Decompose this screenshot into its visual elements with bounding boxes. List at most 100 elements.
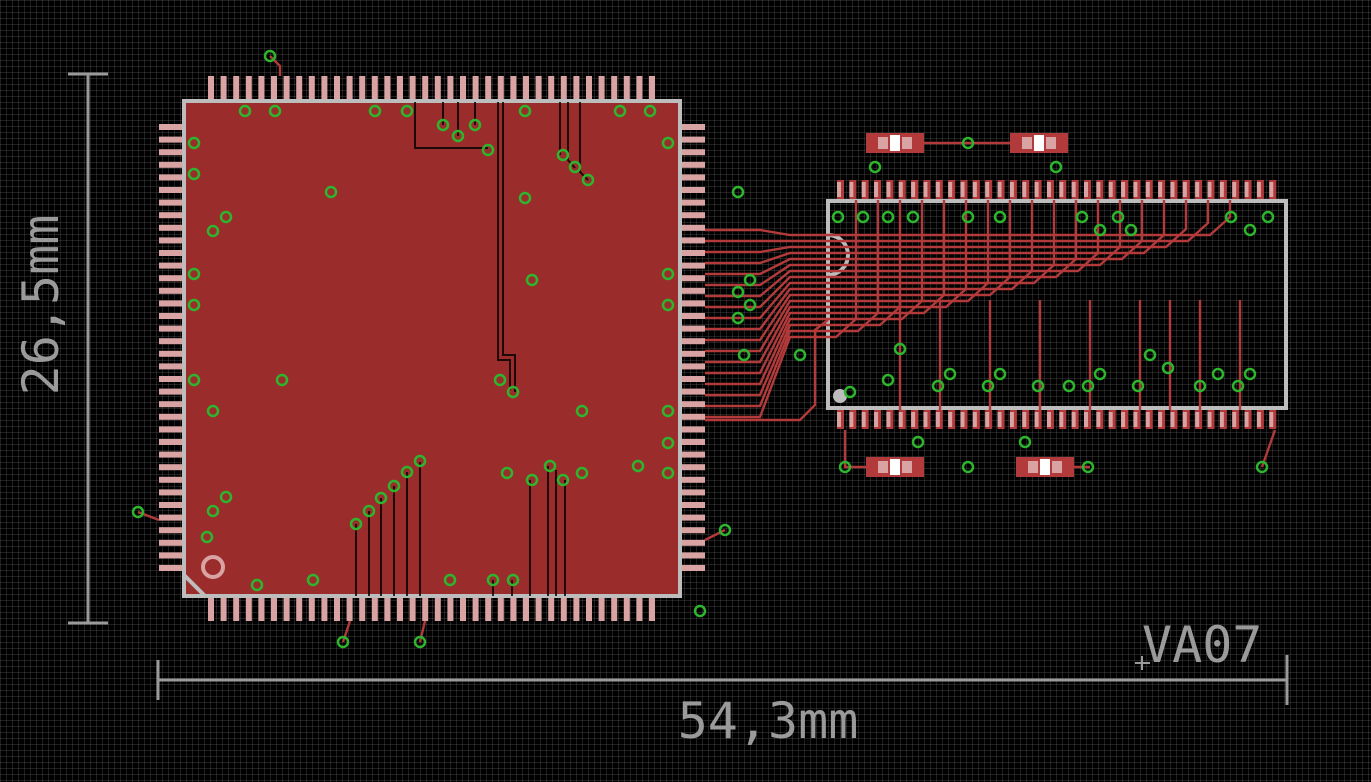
via: [575, 404, 589, 418]
via: [349, 517, 363, 531]
via: [362, 504, 376, 518]
ssop-pad-top-core: [923, 182, 928, 197]
qfp-pad-bottom: [296, 598, 303, 621]
via: [556, 148, 570, 162]
via: [743, 298, 757, 312]
qfp-pad-left: [159, 552, 182, 559]
qfp-pad-bottom: [397, 598, 403, 621]
bus-trace: [705, 200, 1188, 254]
via: [961, 210, 975, 224]
qfp-pad-bottom: [636, 598, 643, 621]
via: [1243, 367, 1257, 381]
ssop-pad-top-core: [886, 182, 891, 197]
qfp-pad-bottom: [586, 598, 592, 621]
qfp-pad-top: [346, 76, 353, 99]
qfp-pad-bottom: [523, 598, 529, 621]
qfp-pad-right: [682, 539, 705, 546]
bus-trace: [137, 510, 160, 522]
ssop-chip[interactable]: [826, 180, 1288, 429]
qfp-pad-right: [682, 237, 705, 244]
qfp-pad-top: [573, 76, 580, 99]
via: [868, 160, 882, 174]
ssop-pad-top-core: [1145, 182, 1150, 197]
via: [1224, 210, 1238, 224]
ssop-pad-top-core: [1219, 182, 1224, 197]
bus-trace: [1260, 429, 1277, 468]
ssop-pad-bottom-core: [1059, 412, 1064, 427]
qfp-pad-right: [682, 502, 705, 508]
via: [468, 118, 482, 132]
via: [443, 573, 457, 587]
qfp-pad-top: [611, 76, 618, 99]
bus-trace: [704, 528, 726, 542]
qfp-pad-bottom: [485, 598, 492, 621]
qfp-pad-top: [447, 76, 454, 99]
via: [911, 435, 925, 449]
qfp-pad-left: [159, 275, 182, 282]
ssop-pad-top-core: [1256, 182, 1261, 197]
qfp-pad-bottom: [308, 598, 315, 621]
via: [661, 267, 675, 281]
qfp-pad-right: [682, 552, 705, 559]
ssop-pad-bottom-core: [1269, 412, 1274, 427]
via: [643, 104, 657, 118]
qfp-chip[interactable]: [159, 76, 705, 621]
ssop-pads: [837, 180, 1277, 429]
via: [838, 460, 852, 474]
via: [1131, 379, 1145, 393]
qfp-pad-bottom: [434, 598, 441, 621]
resistor-2[interactable]: [1010, 133, 1068, 153]
ssop-pad-top-core: [1084, 182, 1088, 197]
via: [731, 311, 745, 325]
qfp-pad-left: [159, 426, 182, 433]
qfp-pad-top: [233, 76, 240, 99]
qfp-pad-left: [159, 539, 182, 546]
via: [1143, 348, 1157, 362]
via: [200, 530, 214, 544]
qfp-pad-top: [497, 76, 504, 99]
via: [1161, 361, 1175, 375]
ssop-pad-bottom-core: [960, 412, 965, 427]
qfp-pad-left: [159, 149, 182, 156]
resistor-1[interactable]: [866, 133, 924, 153]
qfp-pad-left: [159, 300, 182, 307]
qfp-pad-bottom: [409, 598, 416, 621]
ssop-pad-top-core: [1121, 182, 1126, 197]
via: [506, 385, 520, 399]
ssop-pad-bottom-core: [948, 412, 953, 427]
ssop-pad-top-core: [1158, 182, 1163, 197]
qfp-pad-bottom: [460, 598, 466, 621]
qfp-pad-bottom: [598, 598, 605, 621]
ssop-notch: [827, 233, 850, 277]
ssop-outline: [826, 199, 1288, 410]
qfp-pad-bottom: [510, 598, 517, 621]
qfp-corner-bevel: [182, 573, 207, 598]
bus-trace: [705, 200, 1056, 320]
resistor-4[interactable]: [1016, 457, 1074, 477]
ssop-pad-top-core: [1034, 182, 1039, 197]
via: [961, 460, 975, 474]
ssop-pad-bottom-core: [1158, 412, 1163, 427]
qfp-pad-left: [159, 489, 182, 496]
qfp-pad-top: [649, 76, 655, 99]
bus-trace: [705, 319, 829, 422]
qfp-pad-bottom: [359, 598, 366, 621]
qfp-pad-right: [682, 476, 705, 483]
qfp-pad-bottom: [271, 598, 277, 621]
via: [263, 49, 277, 63]
via: [1124, 223, 1138, 237]
width-dimension: [156, 655, 1289, 705]
qfp-pad-bottom: [208, 598, 214, 621]
vias: [131, 49, 1275, 649]
ssop-pad-bottom-core: [1145, 412, 1150, 427]
qfp-pad-left: [159, 388, 182, 395]
ssop-pad-bottom-core: [972, 412, 977, 427]
via: [206, 224, 220, 238]
ssop-pad-bottom-core: [1046, 412, 1051, 427]
qfp-pad-top: [472, 76, 479, 99]
qfp-pad-bottom: [535, 598, 542, 621]
qfp-pad-top: [397, 76, 403, 99]
ssop-pad-top-core: [1022, 182, 1027, 197]
qfp-pad-right: [682, 313, 705, 319]
resistor-3[interactable]: [866, 457, 924, 477]
